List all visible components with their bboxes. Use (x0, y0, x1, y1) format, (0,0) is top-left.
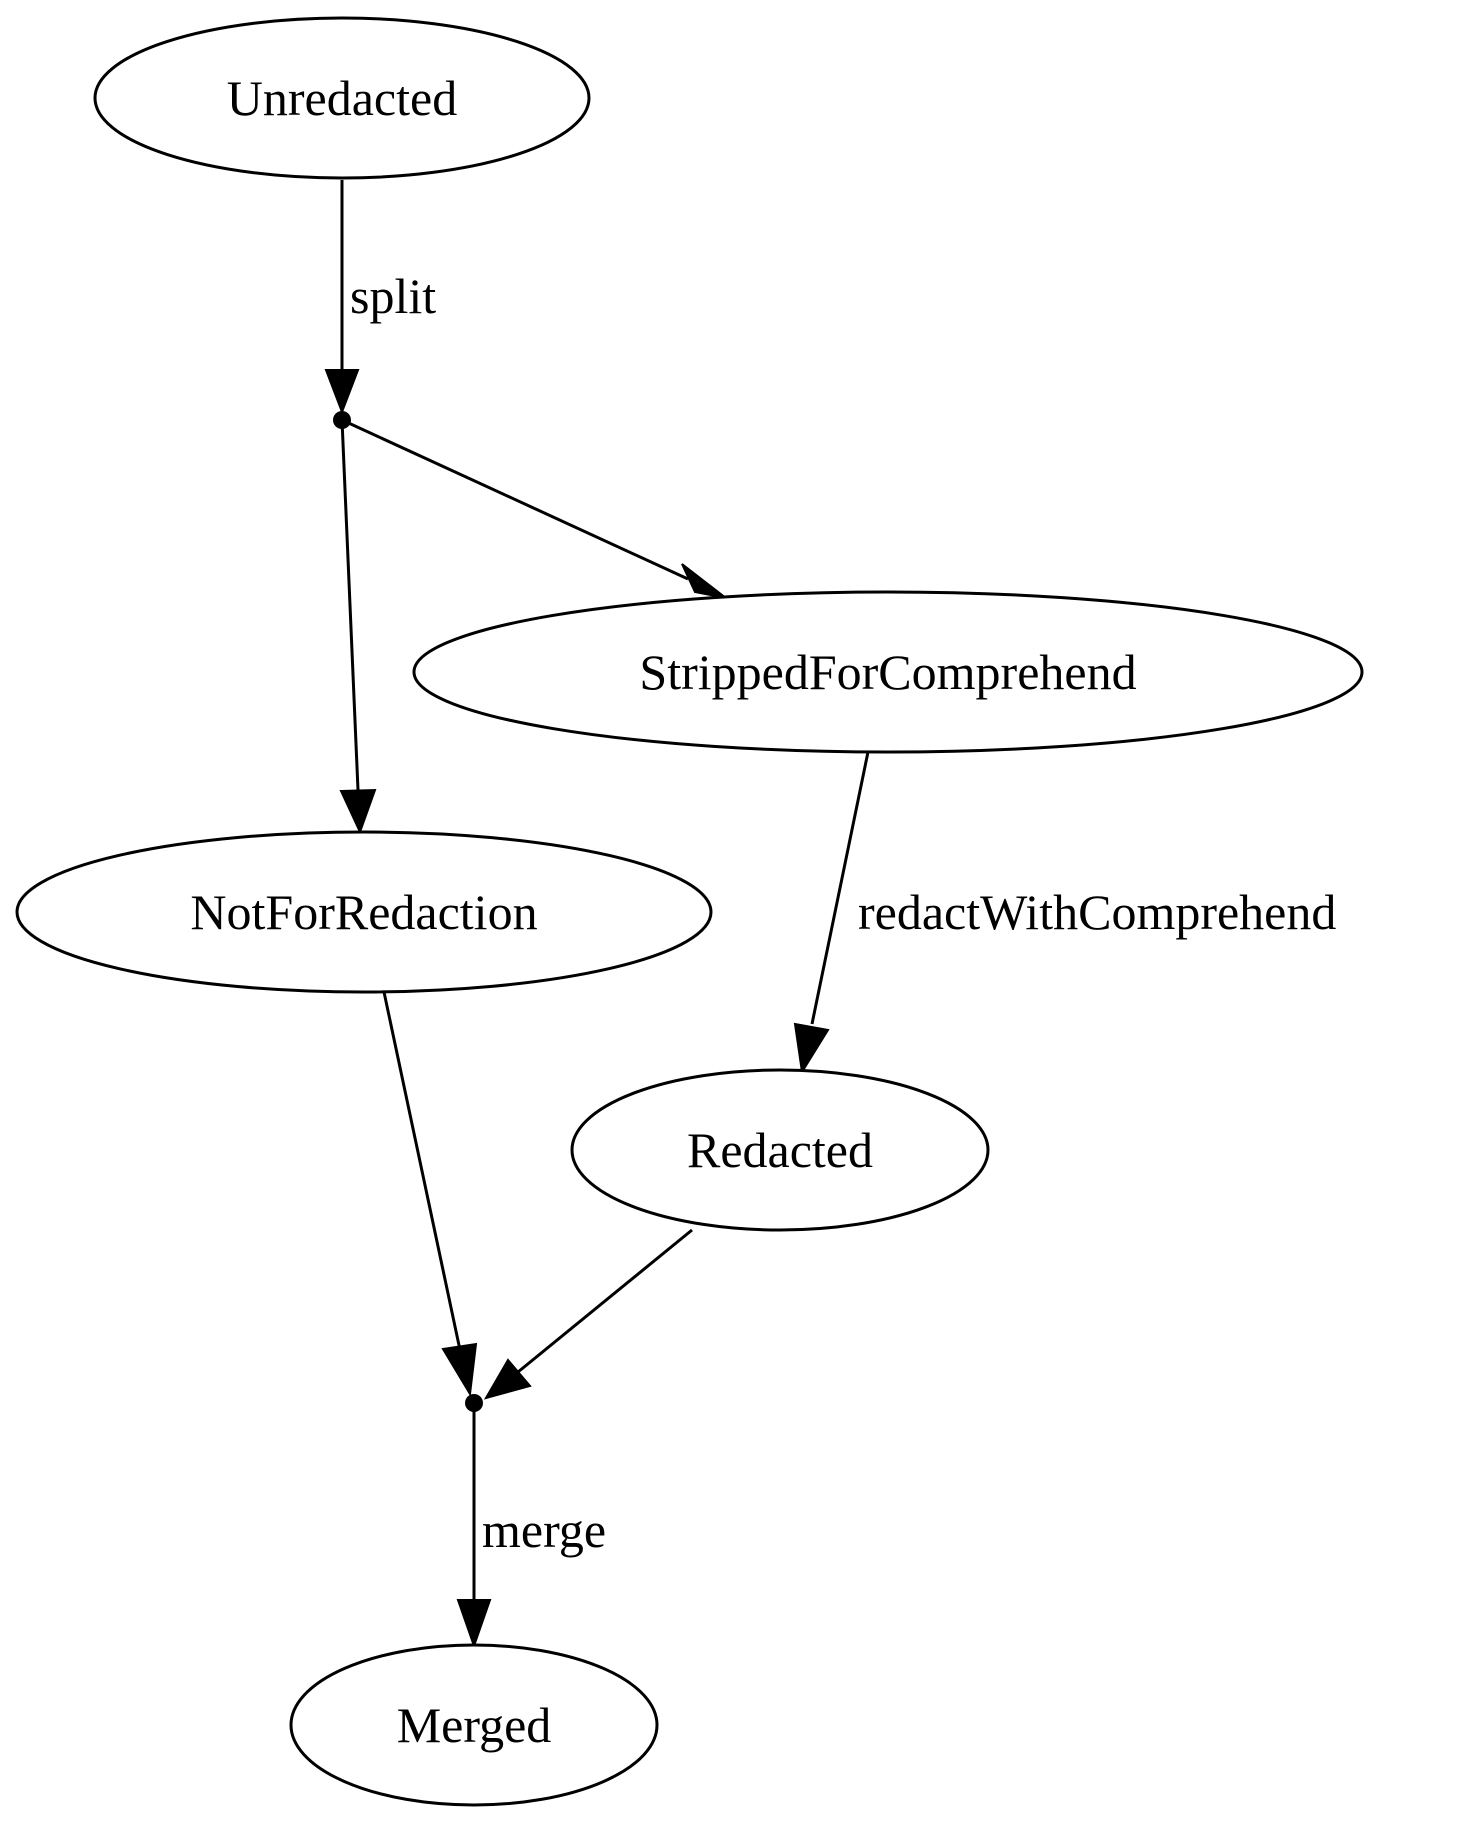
edge-not-for-redaction-to-merge (382, 991, 478, 1398)
edge-label-split: split (350, 268, 436, 324)
arrow-head (681, 563, 727, 599)
edge-redact-with-comprehend (793, 751, 870, 1075)
edge-label-redact-with-comprehend: redactWithComprehend (858, 884, 1336, 940)
arrow-head (483, 1358, 532, 1400)
edge-split-to-stripped-for-comprehend (341, 418, 727, 599)
node-label: StrippedForComprehend (639, 644, 1136, 700)
arrow-head (324, 369, 360, 415)
edge-split-trunk (324, 180, 360, 415)
node-stripped-for-comprehend: StrippedForComprehend (412, 590, 1364, 754)
arrow-head (456, 1599, 492, 1650)
node-label: NotForRedaction (190, 884, 537, 940)
node-label: Unredacted (227, 70, 457, 126)
node-not-for-redaction: NotForRedaction (15, 830, 713, 994)
edge-merge (456, 1403, 492, 1650)
node-unredacted: Unredacted (93, 16, 591, 180)
node-redacted: Redacted (570, 1068, 990, 1232)
arrow-head (339, 788, 377, 835)
arrow-head (793, 1022, 830, 1075)
edge-label-merge: merge (482, 1502, 606, 1558)
arrow-head (441, 1342, 478, 1398)
edge-split-to-not-for-redaction (339, 419, 377, 835)
node-label: Merged (397, 1697, 552, 1753)
node-label: Redacted (687, 1122, 873, 1178)
node-merged: Merged (289, 1643, 659, 1807)
edge-redacted-to-merge (483, 1228, 693, 1400)
